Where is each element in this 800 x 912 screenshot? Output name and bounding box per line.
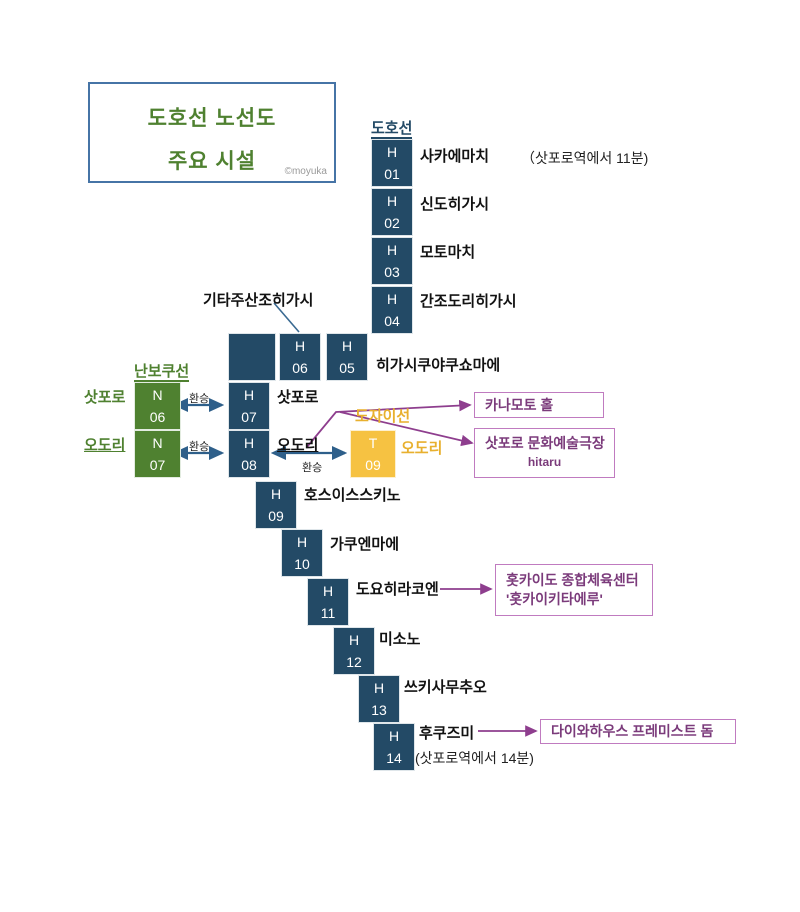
transfer-label-sapporo: 환승 bbox=[189, 393, 210, 405]
station-code-h09: H bbox=[270, 486, 282, 502]
station-label-h10: 가쿠엔마에 bbox=[330, 536, 400, 553]
station-label-h07: 삿포로 bbox=[277, 389, 319, 406]
station-code-h04: H bbox=[386, 291, 398, 307]
station-code-h07: H bbox=[243, 387, 255, 403]
station-code-h10: H bbox=[296, 534, 308, 550]
station-number-h14: 14 bbox=[386, 750, 402, 766]
station-box-h14[interactable]: H 14 bbox=[373, 723, 415, 771]
station-code-t09: T bbox=[368, 435, 378, 451]
station-code-h02: H bbox=[386, 193, 398, 209]
station-label-t09: 오도리 bbox=[401, 440, 443, 457]
facility-callout-hitaru[interactable]: 삿포로 문화예술극장 hitaru bbox=[474, 428, 615, 478]
station-box-h07[interactable]: H 07 bbox=[228, 382, 270, 430]
station-box-h06[interactable]: H 06 bbox=[279, 333, 321, 381]
station-box-h01[interactable]: H 01 bbox=[371, 139, 413, 187]
facility-callout-kanamoto-hall[interactable]: 카나모토 홀 bbox=[474, 392, 604, 418]
station-box-h13[interactable]: H 13 bbox=[358, 675, 400, 723]
station-number-h02: 02 bbox=[384, 215, 400, 231]
station-code-h05: H bbox=[341, 338, 353, 354]
facility-hitaru-line2: hitaru bbox=[527, 455, 562, 469]
station-label-h11: 도요히라코엔 bbox=[356, 581, 439, 598]
station-label-h09: 호스이스스키노 bbox=[304, 487, 401, 504]
title-line-1: 도호선 노선도 bbox=[147, 107, 277, 130]
station-code-h14: H bbox=[388, 728, 400, 744]
station-box-h09[interactable]: H 09 bbox=[255, 481, 297, 529]
station-box-h08[interactable]: H 08 bbox=[228, 430, 270, 478]
station-label-h03: 모토마치 bbox=[420, 244, 476, 261]
station-number-h09: 09 bbox=[268, 508, 284, 524]
station-box-h03[interactable]: H 03 bbox=[371, 237, 413, 285]
station-note-h01: （삿포로역에서 11분) bbox=[521, 150, 649, 166]
facility-kitaeru-line2: '홋카이키타에루' bbox=[506, 591, 603, 607]
station-label-n06: 삿포로 bbox=[84, 389, 126, 406]
line-header-tozai: 도자이선 bbox=[355, 408, 411, 425]
station-number-n06: 06 bbox=[149, 409, 166, 425]
station-note-h14: (삿포로역에서 14분) bbox=[415, 750, 534, 766]
station-number-h06: 06 bbox=[292, 360, 308, 376]
station-box-h02[interactable]: H 02 bbox=[371, 188, 413, 236]
station-number-h03: 03 bbox=[384, 264, 400, 280]
station-label-h12: 미소노 bbox=[379, 631, 421, 648]
station-label-h06: 기타주산조히가시 bbox=[203, 292, 314, 309]
station-code-h03: H bbox=[386, 242, 398, 258]
station-box-n07[interactable]: N 07 bbox=[134, 430, 181, 478]
station-box-h10[interactable]: H 10 bbox=[281, 529, 323, 577]
station-label-h08: 오도리 bbox=[277, 437, 319, 454]
station-code-n07: N bbox=[152, 435, 163, 451]
station-number-h05: 05 bbox=[339, 360, 355, 376]
station-code-n06: N bbox=[152, 387, 163, 403]
station-number-h07: 07 bbox=[241, 409, 257, 425]
facility-callout-kitaeru[interactable]: 홋카이도 종합체육센터 '홋카이키타에루' bbox=[495, 564, 653, 616]
station-number-h08: 08 bbox=[241, 457, 257, 473]
station-number-t09: 09 bbox=[365, 457, 381, 473]
station-box-h12[interactable]: H 12 bbox=[333, 627, 375, 675]
line-header-toho: 도호선 bbox=[371, 120, 413, 139]
credit-text: ©moyuka bbox=[284, 166, 327, 177]
station-code-h11: H bbox=[322, 583, 334, 599]
station-number-h01: 01 bbox=[384, 166, 400, 182]
station-label-h01: 사카에마치 bbox=[420, 148, 490, 165]
station-label-h05: 히가시쿠야쿠쇼마에 bbox=[376, 357, 501, 374]
transfer-label-odori-namboku: 환승 bbox=[189, 441, 210, 453]
facility-kitaeru-line1: 홋카이도 종합체육센터 bbox=[506, 572, 639, 588]
station-label-h02: 신도히가시 bbox=[420, 196, 490, 213]
station-number-h11: 11 bbox=[320, 605, 336, 621]
line-header-namboku: 난보쿠선 bbox=[134, 363, 190, 382]
station-number-h12: 12 bbox=[346, 654, 362, 670]
station-label-h13: 쓰키사무추오 bbox=[404, 679, 487, 696]
facility-kanamoto-line1: 카나모토 홀 bbox=[485, 396, 554, 413]
station-box-n06[interactable]: N 06 bbox=[134, 382, 181, 430]
transfer-label-odori-tozai: 환승 bbox=[302, 462, 323, 474]
station-number-h13: 13 bbox=[371, 702, 387, 718]
station-box-t09[interactable]: T 09 bbox=[350, 430, 396, 478]
station-code-h12: H bbox=[348, 632, 360, 648]
station-label-h04: 간조도리히가시 bbox=[420, 293, 517, 310]
station-code-h01: H bbox=[386, 144, 398, 160]
station-box-h05[interactable]: H 05 bbox=[326, 333, 368, 381]
station-box-h11[interactable]: H 11 bbox=[307, 578, 349, 626]
facility-dome-line1: 다이와하우스 프레미스트 돔 bbox=[551, 723, 714, 739]
facility-hitaru-line1: 삿포로 문화예술극장 bbox=[485, 435, 605, 451]
title-line-2: 주요 시설 bbox=[167, 150, 257, 173]
facility-callout-dome[interactable]: 다이와하우스 프레미스트 돔 bbox=[540, 719, 736, 744]
station-number-h10: 10 bbox=[294, 556, 310, 572]
station-label-n07: 오도리 bbox=[84, 437, 126, 454]
station-label-h14: 후쿠즈미 bbox=[419, 725, 475, 742]
station-code-h08: H bbox=[243, 435, 255, 451]
station-box-h04[interactable]: H 04 bbox=[371, 286, 413, 334]
station-box-blank-connector bbox=[228, 333, 276, 381]
station-number-n07: 07 bbox=[149, 457, 166, 473]
title-card: 도호선 노선도 주요 시설 ©moyuka bbox=[88, 82, 336, 183]
station-number-h04: 04 bbox=[384, 313, 400, 329]
station-code-h06: H bbox=[294, 338, 306, 354]
station-code-h13: H bbox=[373, 680, 385, 696]
